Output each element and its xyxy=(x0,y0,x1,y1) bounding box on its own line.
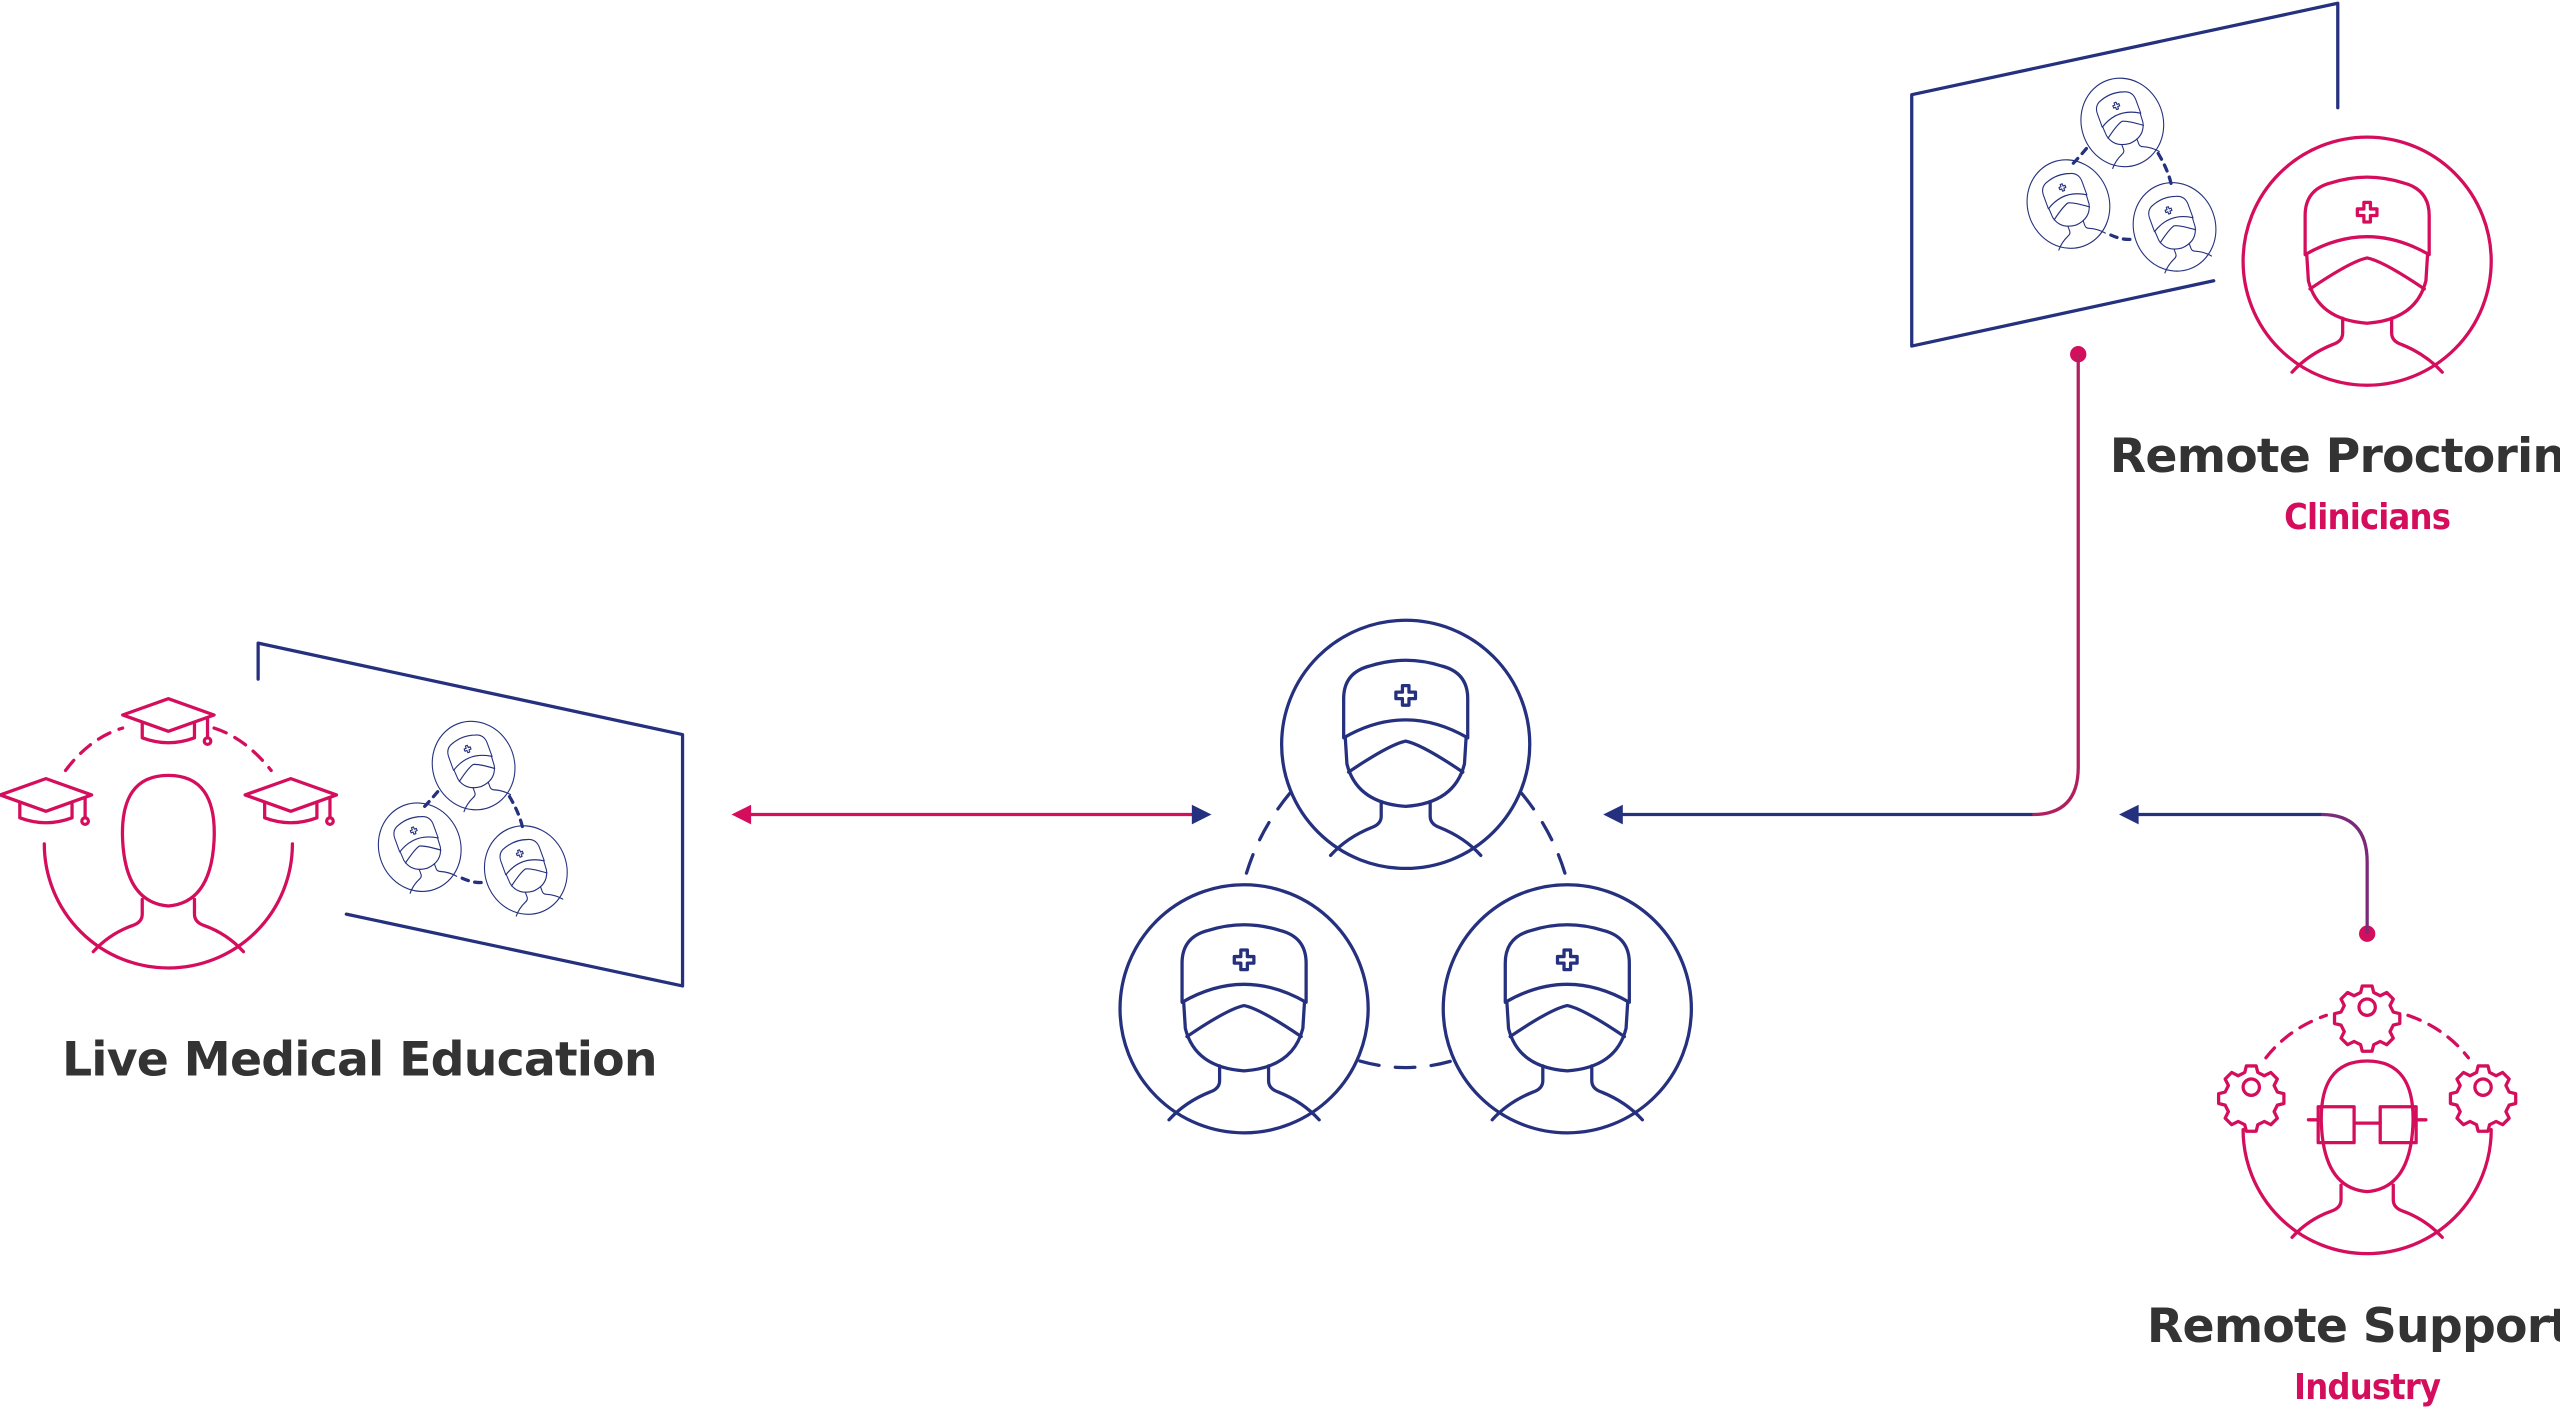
graduation-cap-icon xyxy=(0,777,94,826)
clinician-group-icon xyxy=(1118,618,1693,1135)
remote-proctoring-title: Remote Proctoring xyxy=(2110,429,2560,484)
screen-frame-left xyxy=(256,641,685,988)
clinician-icon xyxy=(2241,135,2493,387)
remote-support-title: Remote Support xyxy=(2147,1299,2560,1354)
gear-icon xyxy=(2216,1064,2286,1133)
clinician-icon-right xyxy=(1441,883,1693,1135)
clinician-icon-left xyxy=(1118,883,1370,1135)
student-graduation-icon xyxy=(0,697,339,970)
industry-subtitle: Industry xyxy=(2294,1367,2441,1408)
bidirectional-arrow xyxy=(731,804,1212,825)
proctoring-arrow xyxy=(1603,346,2087,825)
support-arrow xyxy=(2119,804,2376,942)
clinicians-subtitle: Clinicians xyxy=(2284,497,2450,538)
screen-frame-right xyxy=(1910,1,2340,348)
graduation-cap-icon xyxy=(243,777,339,826)
clinician-icon-top xyxy=(1279,618,1532,871)
gear-icon xyxy=(2332,984,2402,1053)
engineer-gears-icon xyxy=(2216,984,2518,1256)
live-medical-education-title: Live Medical Education xyxy=(62,1033,657,1088)
gear-icon xyxy=(2448,1064,2518,1133)
graduation-cap-icon xyxy=(121,697,216,746)
